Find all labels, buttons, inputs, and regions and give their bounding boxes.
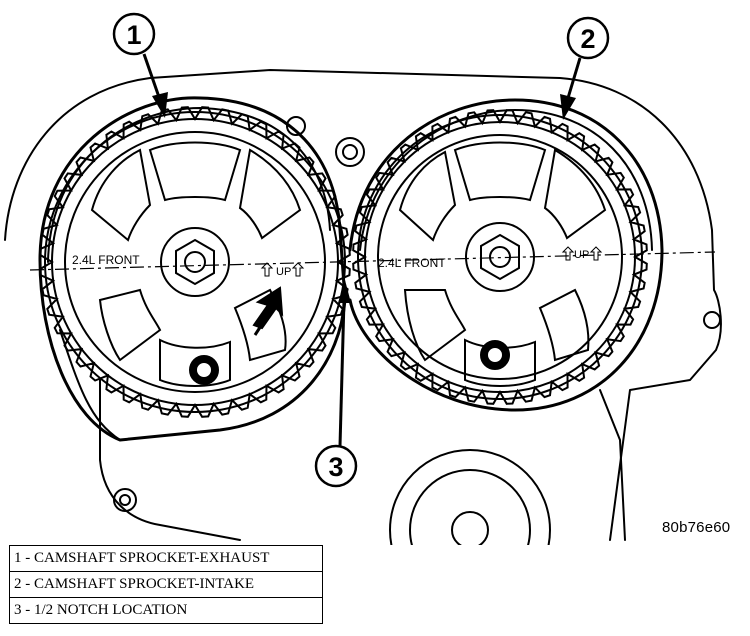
spoke-windows	[90, 141, 302, 387]
housing-bolt	[703, 311, 721, 329]
figure-id: 80b76e60	[662, 519, 731, 536]
camshaft-bolt	[175, 238, 215, 286]
legend-item: 1 - CAMSHAFT SPROCKET-EXHAUST	[9, 545, 323, 572]
callout-1-arrowhead	[152, 92, 168, 118]
legend-row: 1 - CAMSHAFT SPROCKET-EXHAUST	[9, 545, 323, 572]
callout-3: 3	[314, 280, 358, 488]
up-arrow-icon	[589, 246, 603, 261]
housing-bolt	[335, 137, 365, 167]
right-up-mark: UP	[574, 249, 589, 261]
spoke-windows	[398, 141, 607, 387]
housing-bolt	[113, 488, 137, 512]
timing-cover-edge	[99, 379, 241, 541]
camshaft-bolt	[480, 233, 520, 281]
camshaft-sprocket-diagram: 2.4L FRONT UP 2.4L FRONT UP 1 2 3	[4, 12, 722, 545]
callout-3-number: 3	[328, 452, 343, 482]
cylinder-head-outline	[4, 69, 722, 541]
up-arrow-icon	[260, 262, 274, 277]
alignment-arrow	[252, 286, 284, 330]
legend-table: 1 - CAMSHAFT SPROCKET-EXHAUST 2 - CAMSHA…	[9, 545, 323, 624]
callout-2-arrowhead	[560, 94, 576, 120]
left-front-mark: 2.4L FRONT	[72, 253, 140, 267]
legend-row: 3 - 1/2 NOTCH LOCATION	[9, 597, 323, 624]
intake-camshaft-sprocket	[352, 109, 648, 405]
right-front-mark: 2.4L FRONT	[378, 256, 446, 270]
callout-1-number: 1	[126, 20, 141, 50]
left-up-mark: UP	[276, 266, 291, 278]
housing-bolt	[286, 116, 306, 136]
sprocket-hub	[160, 227, 230, 297]
callout-2-number: 2	[580, 24, 595, 54]
legend-row: 2 - CAMSHAFT SPROCKET-INTAKE	[9, 571, 323, 598]
timing-belt	[38, 96, 347, 442]
legend-item: 3 - 1/2 NOTCH LOCATION	[9, 597, 323, 624]
callout-2: 2	[560, 16, 610, 120]
callout-3-arrowhead	[338, 280, 351, 303]
up-arrow-icon	[291, 262, 305, 277]
up-arrow-icon	[561, 246, 575, 261]
callout-1: 1	[112, 12, 168, 118]
lower-pulley	[389, 449, 551, 545]
legend-item: 2 - CAMSHAFT SPROCKET-INTAKE	[9, 571, 323, 598]
